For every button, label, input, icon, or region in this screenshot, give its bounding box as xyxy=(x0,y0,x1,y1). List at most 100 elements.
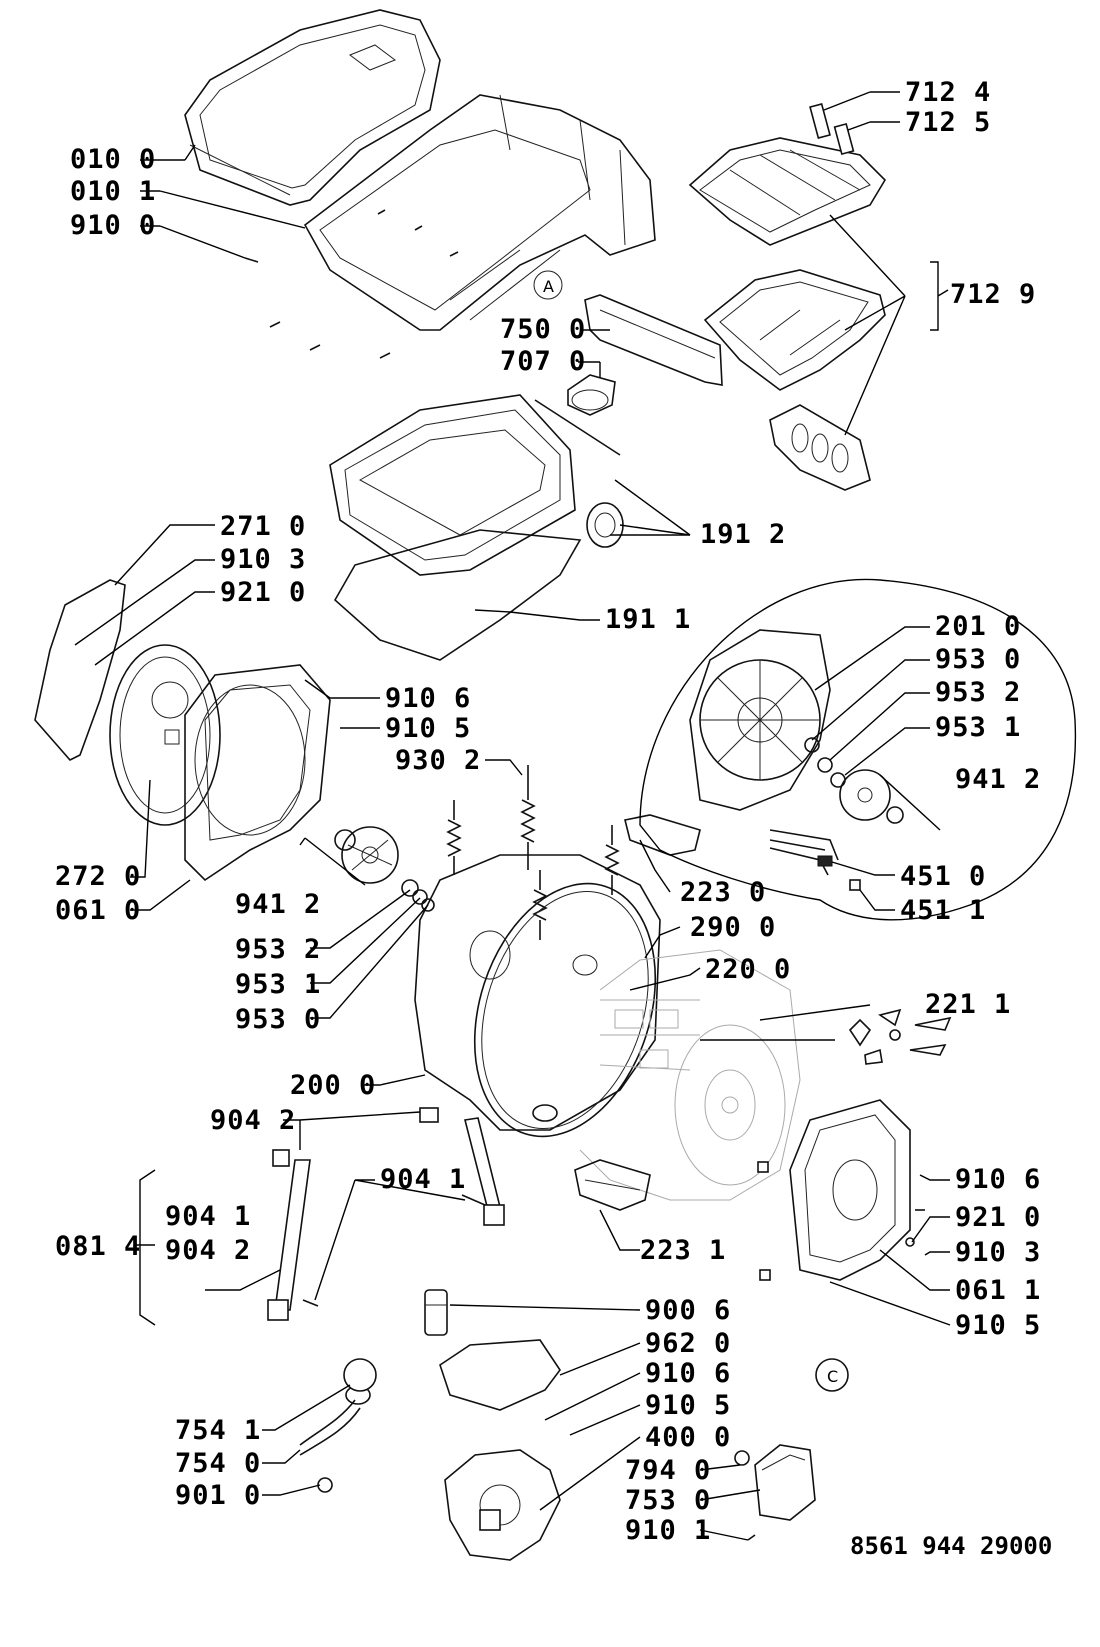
label-910-3a: 910 3 xyxy=(220,544,307,575)
label-200-0: 200 0 xyxy=(290,1070,377,1101)
drum-plate-272-part xyxy=(109,644,221,826)
label-910-1: 910 1 xyxy=(625,1515,712,1546)
label-754-1: 754 1 xyxy=(175,1415,262,1446)
label-910-6a: 910 6 xyxy=(385,683,472,714)
leader-lines xyxy=(74,91,951,1541)
label-921-0b: 921 0 xyxy=(955,1202,1042,1233)
label-712-5: 712 5 xyxy=(905,107,992,138)
label-712-9: 712 9 xyxy=(950,279,1037,310)
lifter-223-0-part xyxy=(624,814,701,856)
label-953-1a: 953 1 xyxy=(935,712,1022,743)
tub-cover-part xyxy=(329,394,576,576)
label-191-2: 191 2 xyxy=(700,519,787,550)
cover-962-0-part xyxy=(439,1339,561,1411)
rear-panel-061-0-part xyxy=(184,664,331,882)
label-904-2a: 904 2 xyxy=(210,1105,297,1136)
screw-910-1-part xyxy=(747,1534,756,1541)
label-712-4: 712 4 xyxy=(905,77,992,108)
springs-930-2-part xyxy=(446,765,620,940)
bearing-191-2-part xyxy=(586,502,624,548)
label-191-1: 191 1 xyxy=(605,604,692,635)
label-904-1a: 904 1 xyxy=(380,1164,467,1195)
rings-953-left-part xyxy=(401,879,435,912)
label-750-0: 750 0 xyxy=(500,314,587,345)
top-lid-part xyxy=(184,9,441,206)
label-010-0: 010 0 xyxy=(70,144,157,175)
marker-c-letter: C xyxy=(827,1367,840,1386)
document-ref-code: 8561 944 29000 xyxy=(850,1532,1053,1560)
label-201-0: 201 0 xyxy=(935,611,1022,642)
label-910-0: 910 0 xyxy=(70,210,157,241)
label-910-3b: 910 3 xyxy=(955,1237,1042,1268)
pump-400-0-part xyxy=(444,1449,561,1561)
label-953-1b: 953 1 xyxy=(235,969,322,1000)
side-panel-271-part xyxy=(34,579,126,761)
label-953-2a: 953 2 xyxy=(935,677,1022,708)
dispenser-drawer-part xyxy=(688,103,887,246)
heater-451-part xyxy=(769,829,861,891)
label-272-0: 272 0 xyxy=(55,861,142,892)
label-900-6: 900 6 xyxy=(645,1295,732,1326)
marker-circle-c xyxy=(815,1358,849,1392)
label-081-4: 081 4 xyxy=(55,1231,142,1262)
label-910-5b: 910 5 xyxy=(955,1310,1042,1341)
pin-904-1-part xyxy=(461,1194,486,1206)
top-frame-part xyxy=(303,94,656,331)
marker-circle-a xyxy=(533,270,563,300)
pin-904-1b-part xyxy=(302,1299,319,1307)
label-400-0: 400 0 xyxy=(645,1422,732,1453)
label-290-0: 290 0 xyxy=(690,912,777,943)
label-953-0a: 953 0 xyxy=(935,644,1022,675)
label-910-6c: 910 6 xyxy=(645,1358,732,1389)
outline-201-group xyxy=(639,578,1077,921)
pressure-switch-753-part xyxy=(754,1444,816,1521)
label-221-1: 221 1 xyxy=(925,989,1012,1020)
clip-904-2-part xyxy=(419,1107,439,1123)
filter-900-6-part xyxy=(424,1289,448,1336)
label-910-5a: 910 5 xyxy=(385,713,472,744)
label-953-2b: 953 2 xyxy=(235,934,322,965)
shock-absorber-904-2-part xyxy=(267,1149,311,1321)
label-941-2b: 941 2 xyxy=(235,889,322,920)
bearing-hub-941-2b-part xyxy=(839,769,904,824)
bearing-hub-941-2a-part xyxy=(334,826,399,884)
bracket-part xyxy=(584,294,723,386)
label-223-1: 223 1 xyxy=(640,1235,727,1266)
dispenser-front-part xyxy=(769,404,871,491)
label-904-2b: 904 2 xyxy=(165,1235,252,1266)
door-lock-part xyxy=(567,374,616,416)
label-910-5c: 910 5 xyxy=(645,1390,732,1421)
label-910-6b: 910 6 xyxy=(955,1164,1042,1195)
rod-part xyxy=(534,399,621,456)
label-941-2a: 941 2 xyxy=(955,764,1042,795)
label-010-1: 010 1 xyxy=(70,176,157,207)
label-962-0: 962 0 xyxy=(645,1328,732,1359)
dispenser-housing-part xyxy=(703,269,886,391)
label-271-0: 271 0 xyxy=(220,511,307,542)
side-panel-061-1-part xyxy=(789,1099,911,1281)
label-061-0: 061 0 xyxy=(55,895,142,926)
screws-right-part xyxy=(757,1161,925,1281)
label-953-0b: 953 0 xyxy=(235,1004,322,1035)
label-930-2: 930 2 xyxy=(395,745,482,776)
rings-953-right-part xyxy=(804,737,846,788)
label-754-0: 754 0 xyxy=(175,1448,262,1479)
marker-a-letter: A xyxy=(543,277,555,296)
label-753-0: 753 0 xyxy=(625,1485,712,1516)
ring-794-0-part xyxy=(734,1450,750,1466)
screws-910-0 xyxy=(244,209,459,359)
main-tub-part xyxy=(414,854,661,1138)
gasket-191-1-part xyxy=(333,529,582,661)
label-223-0: 223 0 xyxy=(680,877,767,908)
label-451-0: 451 0 xyxy=(900,861,987,892)
hose-754-part xyxy=(299,1385,371,1493)
label-451-1: 451 1 xyxy=(900,895,987,926)
kit-221-1-part xyxy=(848,1008,952,1065)
lifter-223-1-part xyxy=(574,1159,651,1211)
label-904-1b: 904 1 xyxy=(165,1201,252,1232)
label-901-0: 901 0 xyxy=(175,1480,262,1511)
shock-absorber-904-1-part xyxy=(464,1117,505,1226)
rear-tub-201-part xyxy=(689,629,831,811)
